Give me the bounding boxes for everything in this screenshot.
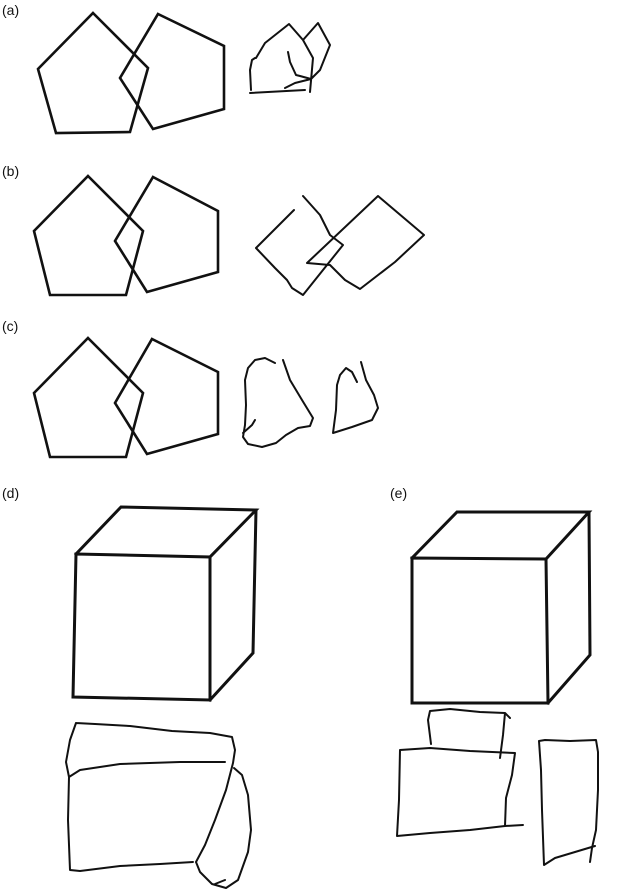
panel-label-e: (e) bbox=[390, 485, 408, 501]
panel-b-model-pentagons bbox=[32, 174, 220, 297]
panel-d-model-cube bbox=[71, 505, 260, 703]
panel-e-model-cube bbox=[409, 510, 593, 706]
panel-b-patient-copy bbox=[255, 195, 425, 296]
panel-e-patient-copy-left bbox=[396, 747, 524, 837]
panel-e-patient-copy-top bbox=[427, 708, 511, 759]
panel-label-d: (d) bbox=[2, 485, 20, 501]
panel-c-model-pentagons bbox=[32, 336, 220, 459]
panel-c-patient-copy-1 bbox=[242, 357, 314, 448]
panel-label-b: (b) bbox=[2, 163, 20, 179]
panel-label-c: (c) bbox=[2, 318, 19, 334]
panel-e-patient-copy-right bbox=[538, 739, 599, 866]
panel-c-patient-copy-2 bbox=[332, 361, 379, 434]
panel-label-a: (a) bbox=[2, 2, 20, 18]
panel-a-patient-copy bbox=[249, 22, 331, 94]
panel-d-patient-copy bbox=[65, 722, 252, 889]
panel-a-model-pentagons bbox=[36, 11, 226, 135]
